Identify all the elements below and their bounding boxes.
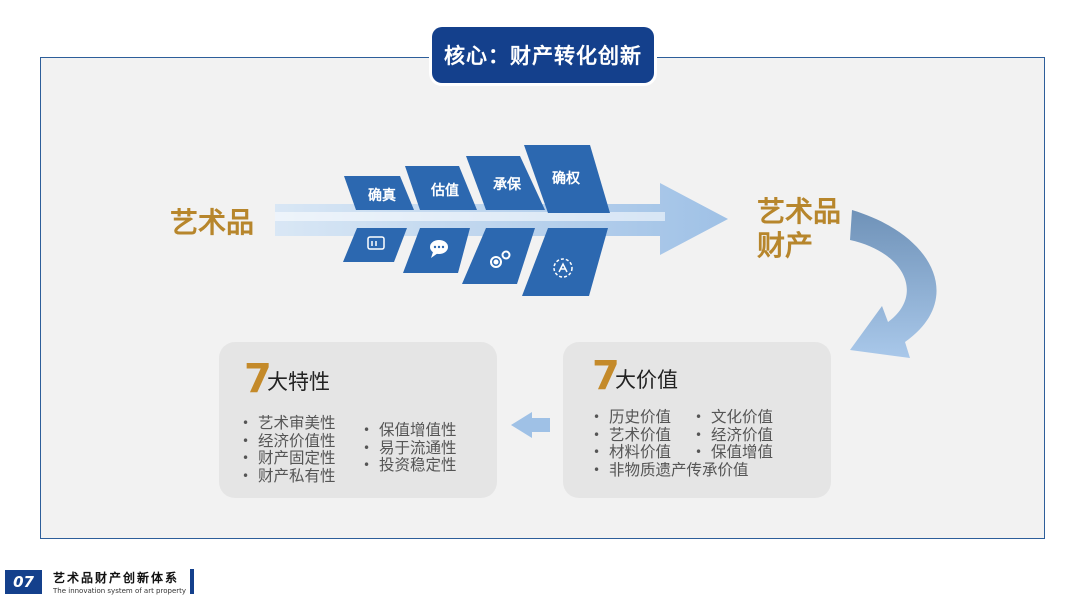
list-item: 经济价值性 <box>242 432 336 451</box>
segment-bottom-1 <box>343 228 407 262</box>
features-title: 大特性 <box>267 370 330 394</box>
page-number: 07 <box>5 570 42 594</box>
rights-shield-icon <box>553 258 573 278</box>
diagram-frame <box>40 57 1045 539</box>
list-item: 历史价值 <box>593 408 749 427</box>
values-title: 大价值 <box>615 368 678 392</box>
list-item: 财产固定性 <box>242 449 336 468</box>
target-label-line2: 财产 <box>757 229 814 262</box>
footer-accent-bar <box>190 569 194 594</box>
curved-return-arrow <box>850 210 937 358</box>
main-arrow-highlight <box>275 212 665 221</box>
stage-label-rights: 确权 <box>552 171 580 187</box>
values-list-left: 历史价值 艺术价值 材料价值 非物质遗产传承价值 <box>593 408 749 480</box>
target-label-line1: 艺术品 <box>757 195 842 228</box>
stage-label-insure: 承保 <box>493 177 521 193</box>
left-arrow <box>511 412 550 438</box>
features-list-right: 保值增值性 易于流通性 投资稳定性 <box>363 421 457 475</box>
segment-top-2 <box>405 166 477 210</box>
values-card: 7 大价值 历史价值 艺术价值 材料价值 非物质遗产传承价值 文化价值 经济价值… <box>563 342 831 498</box>
source-label: 艺术品 <box>170 206 255 239</box>
list-item: 保值增值性 <box>363 421 457 440</box>
values-number: 7 <box>592 353 620 399</box>
segment-bottom-4 <box>522 228 608 296</box>
page-title: 核心：财产转化创新 <box>432 27 654 83</box>
list-item: 文化价值 <box>695 408 773 427</box>
values-list-right: 文化价值 经济价值 保值增值 <box>695 408 773 462</box>
segment-top-3 <box>466 156 545 210</box>
id-card-icon <box>367 236 385 250</box>
features-list-left: 艺术审美性 经济价值性 财产固定性 财产私有性 <box>242 414 336 486</box>
stage-label-valuation: 估值 <box>431 183 459 199</box>
segment-bottom-3 <box>462 228 535 284</box>
list-item: 材料价值 <box>593 443 749 462</box>
chat-bubble-icon <box>430 240 448 258</box>
footer-title-cn: 艺术品财产创新体系 <box>53 571 180 585</box>
list-item: 投资稳定性 <box>363 456 457 475</box>
list-item: 保值增值 <box>695 443 773 462</box>
footer-title-en: The innovation system of art property <box>53 587 187 595</box>
features-card: 7 大特性 艺术审美性 经济价值性 财产固定性 财产私有性 保值增值性 易于流通… <box>219 342 497 498</box>
features-number: 7 <box>244 356 272 402</box>
list-item: 艺术价值 <box>593 426 749 445</box>
stage-label-verify: 确真 <box>368 188 396 204</box>
segment-top-1 <box>344 176 414 210</box>
list-item: 非物质遗产传承价值 <box>593 461 749 480</box>
list-item: 经济价值 <box>695 426 773 445</box>
list-item: 艺术审美性 <box>242 414 336 433</box>
list-item: 易于流通性 <box>363 439 457 458</box>
gears-icon <box>490 250 511 268</box>
list-item: 财产私有性 <box>242 467 336 486</box>
segment-top-4 <box>524 145 610 213</box>
